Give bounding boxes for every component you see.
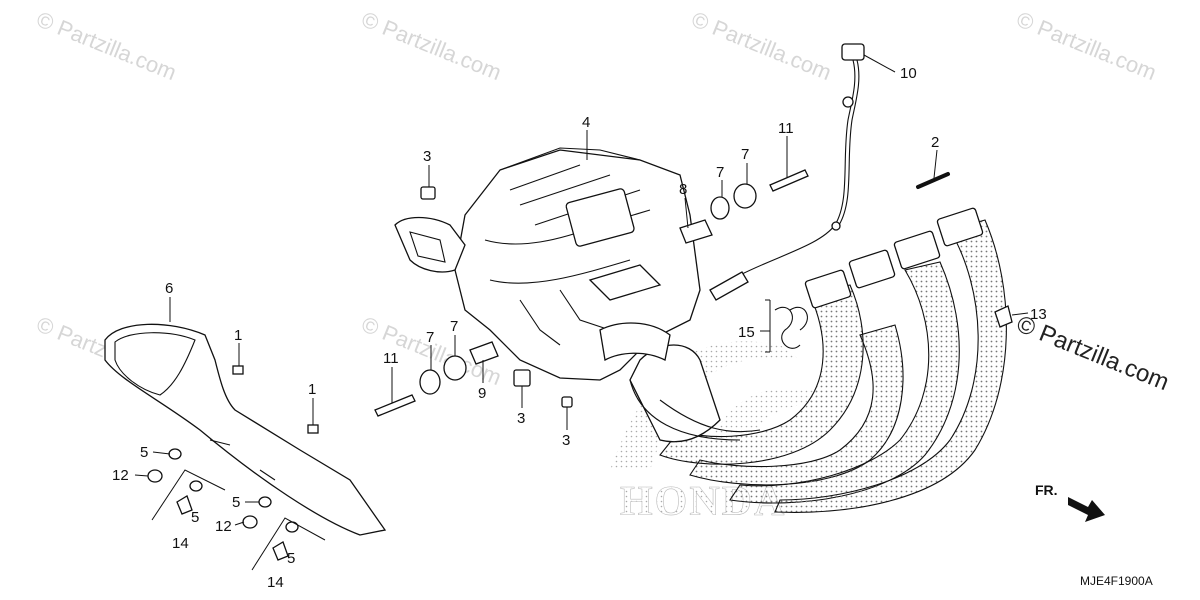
callout-14: 14 [172, 535, 189, 552]
callout-7: 7 [426, 329, 434, 346]
nut [420, 186, 436, 200]
callout-7: 7 [450, 318, 458, 335]
watermark: © Partzilla.com [33, 6, 180, 85]
direction-label: FR. [1035, 482, 1058, 498]
muffler [394, 147, 701, 381]
clip [232, 365, 244, 375]
callout-2: 2 [931, 134, 939, 151]
hardware [147, 169, 1013, 561]
diagram-code: MJE4F1900A [1080, 574, 1153, 588]
heat-shield [104, 323, 387, 536]
watermark: © Partzilla.com [358, 6, 505, 85]
watermark-main: © Partzilla.com [1013, 311, 1173, 397]
callout-15: 15 [738, 324, 755, 341]
group-brackets [151, 299, 771, 571]
callout-3: 3 [423, 148, 431, 165]
callout-5: 5 [287, 550, 295, 567]
callout-10: 10 [900, 65, 917, 82]
callout-7: 7 [741, 146, 749, 163]
grommet [710, 196, 730, 220]
callout-5: 5 [191, 509, 199, 526]
callout-4: 4 [582, 114, 590, 131]
collar [469, 341, 499, 365]
callout-7: 7 [716, 164, 724, 181]
callout-12: 12 [215, 518, 232, 535]
o2-sensor [709, 43, 865, 301]
nut [994, 305, 1013, 328]
grommet [419, 369, 441, 395]
callout-5: 5 [140, 444, 148, 461]
grommet [733, 183, 757, 209]
callouts: 10 4 11 3 7 7 8 2 6 1 1 7 7 11 9 3 3 15 … [112, 65, 1047, 591]
nut [561, 396, 573, 408]
leader-lines [134, 54, 1029, 526]
clip [307, 424, 319, 434]
callout-14: 14 [267, 574, 284, 591]
callout-6: 6 [165, 280, 173, 297]
nut [513, 369, 531, 387]
callout-13: 13 [1030, 306, 1047, 323]
front-direction-indicator: FR. [1035, 482, 1105, 522]
callout-1: 1 [308, 381, 316, 398]
callout-3: 3 [562, 432, 570, 449]
arrow-icon [1068, 497, 1105, 522]
callout-9: 9 [478, 385, 486, 402]
clip [916, 172, 950, 189]
watermark: © Partzilla.com [1013, 6, 1160, 85]
watermark: © Partzilla.com [688, 6, 835, 85]
callout-1: 1 [234, 327, 242, 344]
callout-11: 11 [383, 350, 399, 367]
callout-11: 11 [778, 120, 794, 137]
bolt [374, 394, 416, 417]
grommet [443, 355, 467, 381]
callout-8: 8 [679, 181, 687, 198]
bolt [769, 169, 809, 192]
callout-5: 5 [232, 494, 240, 511]
callout-12: 12 [112, 467, 129, 484]
callout-3: 3 [517, 410, 525, 427]
bracket [774, 306, 801, 349]
